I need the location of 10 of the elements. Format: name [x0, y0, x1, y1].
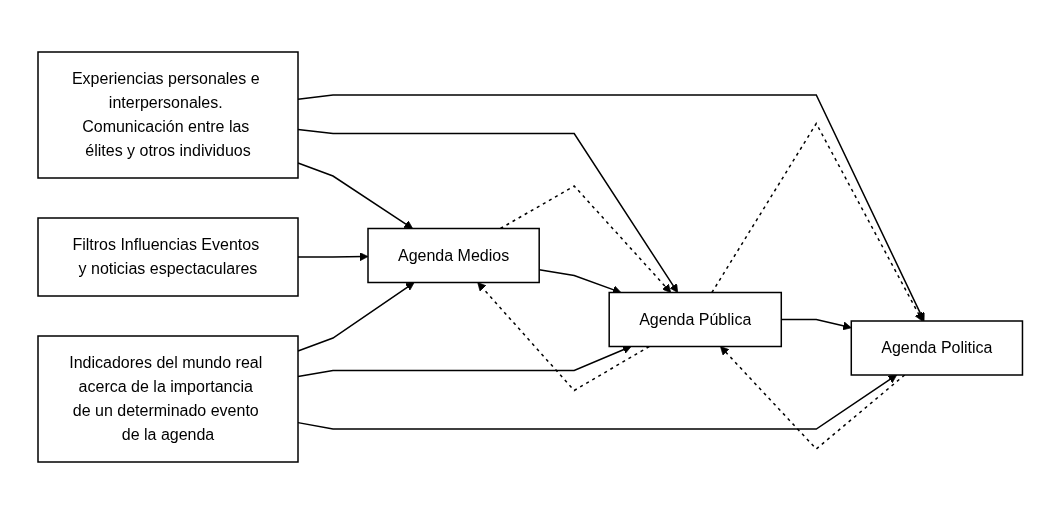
- node-box: Experiencias personales e interpersonales. Comunicación entre las élites y otros individuos: [37, 50, 299, 179]
- node-box: Agenda Pública: [608, 291, 783, 347]
- arrow: [720, 345, 906, 450]
- arrow: [711, 121, 924, 321]
- node-box: Agenda Medios: [367, 227, 541, 283]
- arrow: [477, 281, 651, 391]
- node-box: Agenda Politica: [850, 319, 1024, 376]
- node-box: Filtros Influencias Eventos y noticias espectaculares: [37, 216, 299, 297]
- arrow: [499, 184, 672, 293]
- node-box: Indicadores del mundo real acerca de la importancia de un determinado evento de la agenda: [37, 334, 299, 463]
